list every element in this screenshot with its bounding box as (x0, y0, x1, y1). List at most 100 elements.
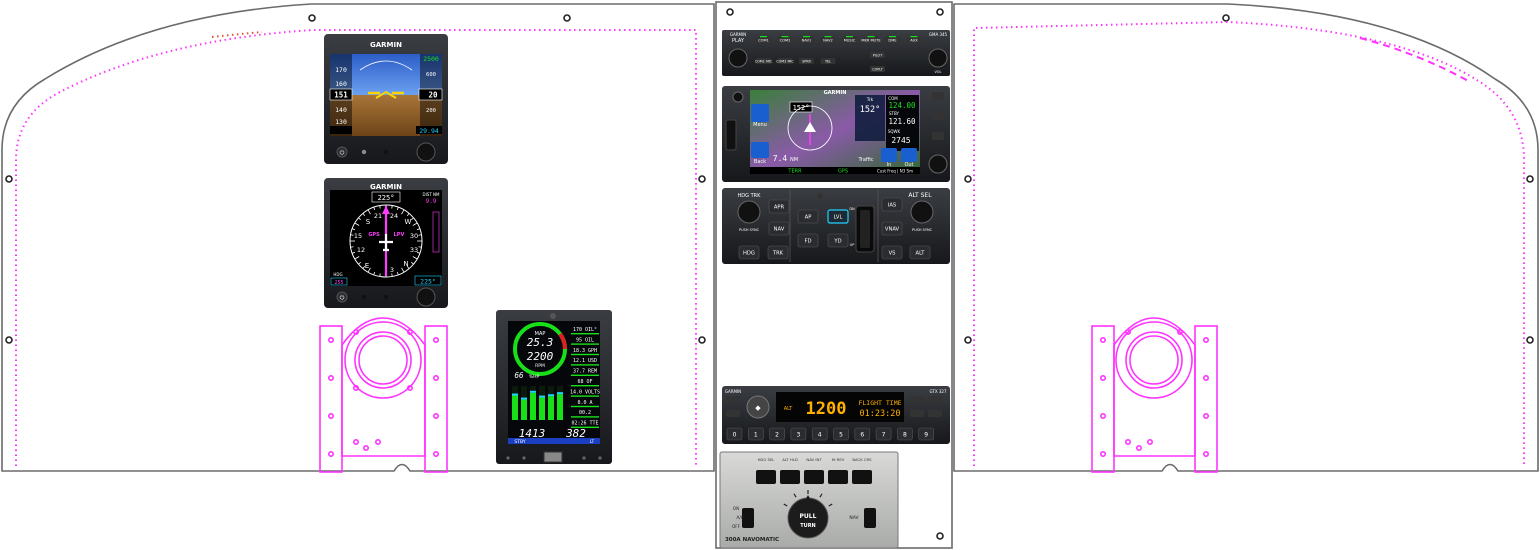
gps-tab-left[interactable]: TERR (787, 169, 802, 175)
xpdr-digit-button[interactable] (854, 427, 871, 441)
xpdr-btn-6[interactable] (928, 410, 942, 417)
ap-button-hdg[interactable] (738, 245, 760, 260)
xpdr-btn-1[interactable] (726, 396, 740, 403)
gps-out-button[interactable] (901, 148, 917, 162)
gps-home-button[interactable] (932, 92, 944, 100)
audio-button[interactable] (799, 37, 814, 43)
xpdr-digit-button[interactable] (833, 427, 849, 441)
navomatic-rocker-button[interactable] (780, 470, 800, 484)
ap-button-fd[interactable] (797, 233, 819, 248)
xpdr-digit-button[interactable] (747, 427, 764, 441)
ap-button-ias[interactable] (881, 197, 903, 212)
engine-monitor[interactable]: MAP 25.3 2200 RPM 66 %HP 170 OIL°95 OIL1… (496, 310, 612, 464)
ap-button-ap[interactable] (797, 209, 819, 224)
navomatic-rocker-button[interactable] (756, 470, 776, 484)
pfd-sensor-dot-2 (383, 149, 389, 155)
ap-alt-knob[interactable] (910, 200, 934, 224)
ap-button-apr[interactable] (768, 199, 790, 214)
audio-button[interactable] (863, 37, 879, 43)
gps-direct-button[interactable] (932, 112, 944, 120)
xpdr-digit-button[interactable] (726, 427, 743, 441)
navomatic-label: HI REV (832, 457, 845, 462)
pfd-power-button[interactable] (336, 146, 348, 158)
transponder[interactable]: GARMIN GTX 327 ◆ ALT 1200 FLIGHT TIME 01… (722, 386, 950, 444)
gps-trk-value: 152° (860, 105, 880, 115)
pfd-knob[interactable] (416, 142, 436, 162)
navomatic-tick (783, 503, 788, 507)
hsi-hdg-label: HDG (333, 272, 342, 277)
navomatic-knob-label-1: PULL (800, 513, 817, 520)
xpdr-ident-knob[interactable] (746, 395, 770, 419)
hsi-power-button[interactable] (336, 291, 348, 303)
xpdr-btn-4[interactable] (928, 396, 942, 403)
ems-bar-cap (530, 390, 536, 393)
ems-readout: 02:26 TTE (571, 421, 598, 427)
navomatic-nav-switch[interactable] (864, 508, 876, 528)
xpdr-digit-button[interactable] (790, 427, 807, 441)
autopilot-controller[interactable]: HDG TRK PUSH SYNC ALT SEL PUSH SYNC DN U… (722, 188, 950, 264)
hsi-tick (412, 222, 418, 226)
hsi-crs-box (330, 277, 348, 286)
ap-button-nav[interactable] (768, 221, 790, 236)
ap-button-yd[interactable] (827, 233, 849, 248)
gps-power-knob[interactable] (732, 91, 744, 103)
xpdr-digit-label: 9 (924, 432, 928, 439)
audio-button[interactable] (777, 37, 793, 43)
gps-brand: GARMIN (824, 90, 847, 96)
xpdr-btn-2[interactable] (726, 410, 740, 417)
ap-hdg-knob[interactable] (737, 200, 761, 224)
ap-indicator (817, 193, 823, 199)
xpdr-btn-3[interactable] (910, 396, 924, 403)
ap-button-lvl[interactable] (827, 209, 849, 224)
gps-aux-button[interactable] (932, 132, 944, 140)
audio-button[interactable] (842, 37, 857, 43)
xpdr-digit-button[interactable] (897, 427, 913, 441)
pfd-speed-1: 170 (335, 66, 347, 74)
gps-right-knob[interactable] (928, 154, 948, 174)
hsi-tick (350, 234, 354, 236)
ap-button-alt[interactable] (909, 245, 931, 260)
ap-button-label: ALT (916, 251, 926, 257)
ems-readout: 95 OIL (576, 337, 594, 343)
audio-button[interactable] (820, 58, 836, 64)
audio-button[interactable] (885, 37, 900, 43)
pfd-instrument[interactable]: GARMIN 170 160 151 140 130 154 2500 600 … (324, 34, 448, 164)
audio-button[interactable] (906, 37, 922, 43)
gps-tab-mid[interactable]: GPS (838, 169, 848, 175)
pfd-chevron (375, 90, 397, 99)
audio-button[interactable] (870, 66, 885, 72)
gps-in-button[interactable] (881, 148, 897, 162)
xpdr-digit-button[interactable] (918, 427, 935, 441)
audio-right-knob[interactable] (928, 48, 948, 68)
hsi-dist-value: 9.9 (426, 198, 437, 205)
pfd-speed-2: 160 (335, 80, 347, 88)
navomatic-ap-switch[interactable] (742, 508, 754, 528)
gps-menu-button[interactable] (751, 104, 769, 122)
navomatic-rocker-button[interactable] (804, 470, 824, 484)
audio-button[interactable] (777, 58, 793, 64)
gps-in-label: In (887, 162, 892, 168)
hsi-knob[interactable] (416, 287, 436, 307)
audio-button[interactable] (799, 58, 814, 64)
xpdr-digit-button[interactable] (811, 427, 828, 441)
ap-button-vs[interactable] (881, 245, 903, 260)
hsi-instrument[interactable]: GARMIN 225° DIST NM 9.9 N E S W 3 12 15 … (324, 178, 448, 308)
navomatic-rocker-button[interactable] (852, 470, 872, 484)
audio-button[interactable] (756, 37, 771, 43)
audio-button[interactable] (820, 37, 836, 43)
audio-button[interactable] (870, 52, 885, 58)
audio-left-knob[interactable] (728, 48, 748, 68)
ap-button-label: YD (833, 239, 841, 245)
audio-button[interactable] (756, 58, 771, 64)
gps-navigator[interactable]: GARMIN Menu Back 152° 7.4 NM Trk 152° CO… (722, 86, 950, 182)
xpdr-digit-button[interactable] (875, 427, 892, 441)
gps-back-button[interactable] (751, 142, 769, 158)
navomatic-rocker-button[interactable] (828, 470, 848, 484)
ap-button-trk[interactable] (767, 245, 789, 260)
ap-button-vnav[interactable] (881, 221, 903, 236)
xpdr-btn-5[interactable] (910, 410, 924, 417)
xpdr-digit-button[interactable] (769, 427, 785, 441)
